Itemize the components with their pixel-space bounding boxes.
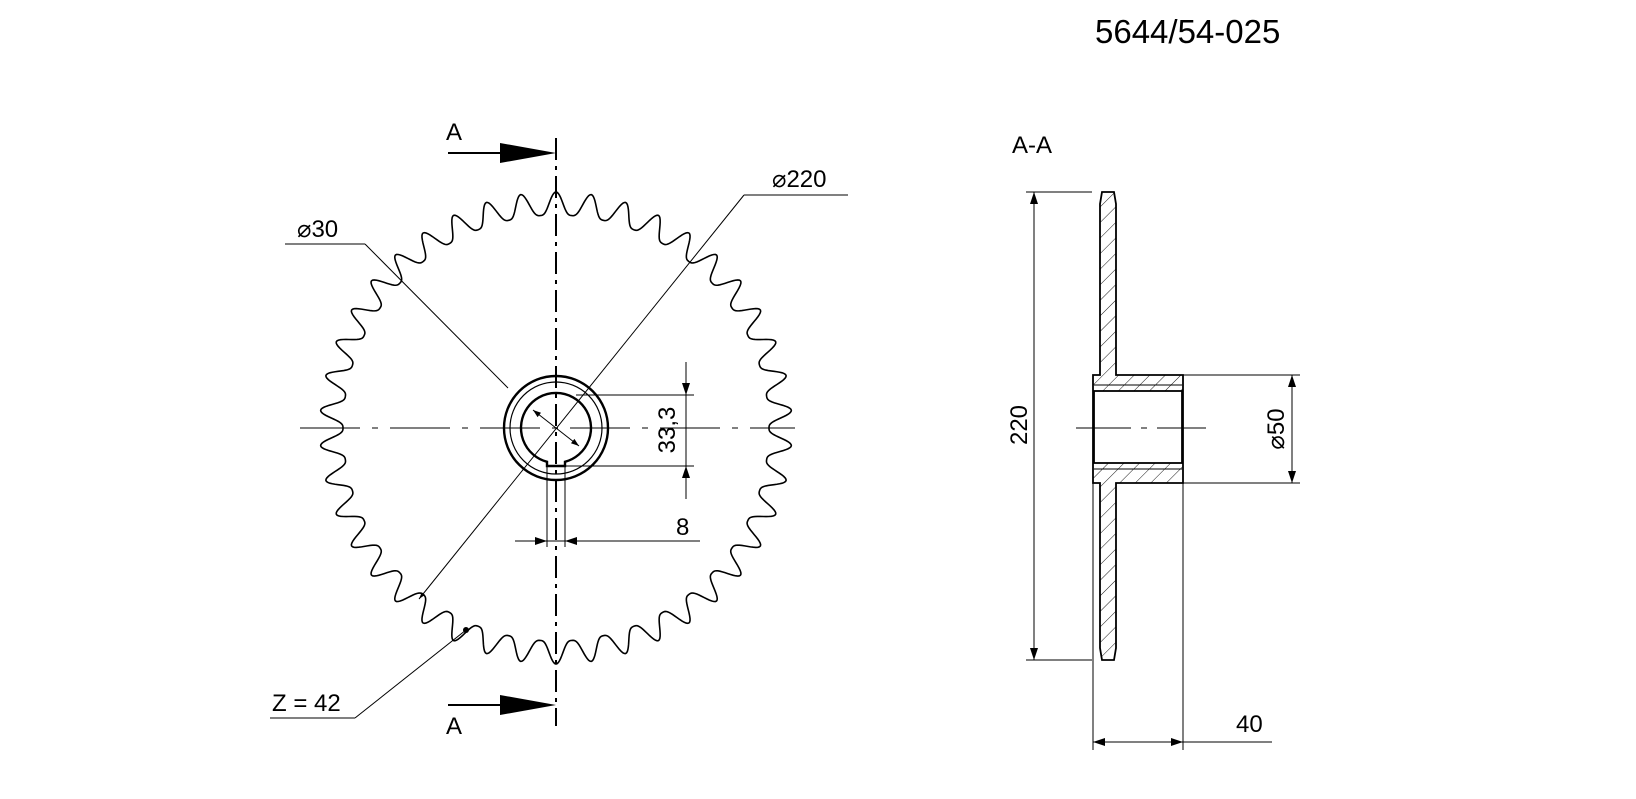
- teeth-count-label: Z = 42: [272, 690, 341, 717]
- hub-outer-circle: [502, 374, 610, 482]
- hub-length-arrow-right: [1171, 738, 1183, 746]
- hub-length-label: 40: [1236, 711, 1263, 738]
- outer-diameter-label: ⌀220: [772, 166, 827, 193]
- section-view: A-A 220 ⌀50 40: [1006, 132, 1300, 750]
- section-arrow-bottom-head: [500, 695, 556, 715]
- hub-diameter-label: ⌀50: [1263, 408, 1290, 449]
- outer-diameter-leader: [418, 194, 745, 600]
- section-bore: [1093, 390, 1183, 464]
- front-view: A A ⌀220 ⌀30 Z = 42 33,3 8: [270, 119, 848, 740]
- bore-leader: [364, 243, 509, 389]
- height-arrow-bottom: [1030, 648, 1038, 660]
- key-width-arrow-left: [535, 537, 547, 545]
- key-height-arrow-top: [682, 383, 690, 395]
- section-view-title: A-A: [1012, 132, 1052, 159]
- key-height-label: 33,3: [654, 407, 681, 454]
- bore-with-keyway: [519, 391, 593, 468]
- key-width-arrow-right: [565, 537, 577, 545]
- height-arrow-top: [1030, 192, 1038, 204]
- key-width-label: 8: [676, 514, 689, 541]
- hub-length-arrow-left: [1093, 738, 1105, 746]
- section-label-bottom: A: [446, 713, 462, 740]
- part-number: 5644/54-025: [1095, 13, 1280, 50]
- hub-diameter-arrow-bottom: [1288, 471, 1296, 483]
- sprocket-tooth-profile: [319, 191, 793, 665]
- teeth-count-leader-dot: [463, 627, 469, 633]
- section-arrow-top-head: [500, 143, 556, 163]
- hub-diameter-arrow-top: [1288, 375, 1296, 387]
- teeth-count-leader: [354, 629, 467, 719]
- hub-inner-circle: [509, 381, 603, 475]
- bore-diameter-label: ⌀30: [297, 216, 338, 243]
- height-label: 220: [1006, 405, 1033, 445]
- section-label-top: A: [446, 119, 462, 146]
- key-height-arrow-bottom: [682, 466, 690, 478]
